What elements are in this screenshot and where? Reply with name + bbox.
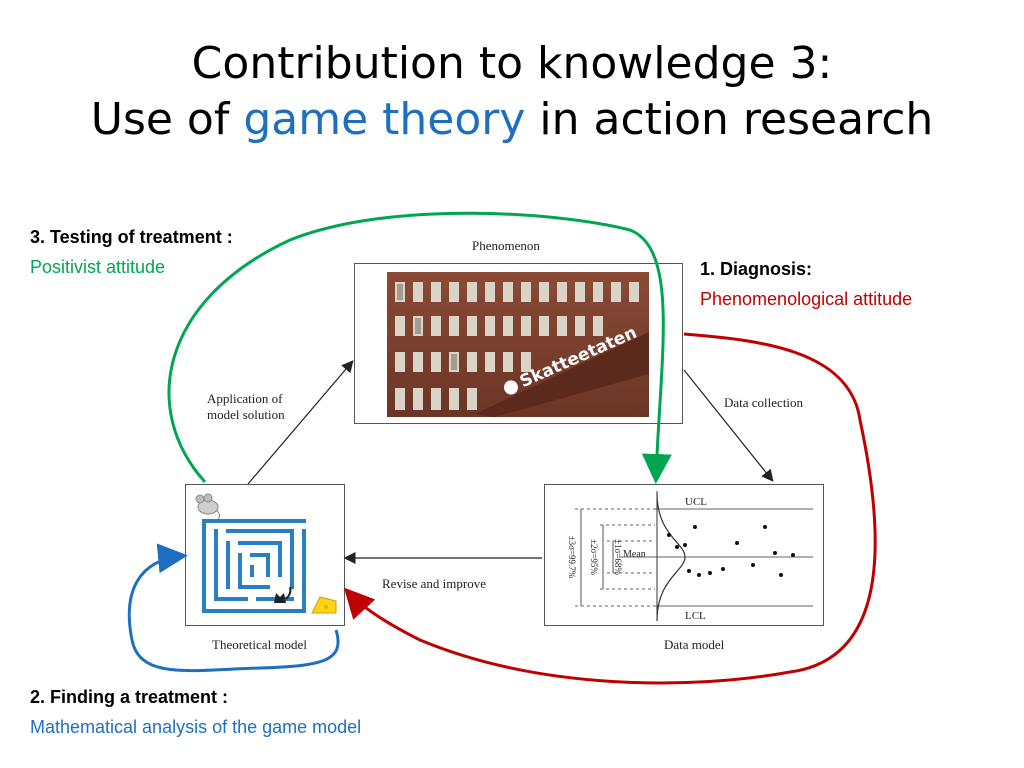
caption-diagnosis: 1. Diagnosis: Phenomenological attitude — [700, 254, 912, 314]
sigma1-label: ±1σ=68% — [613, 539, 623, 575]
caption-testing-heading: 3. Testing of treatment : — [30, 227, 233, 247]
sigma2-label: ±2σ=95% — [589, 539, 599, 575]
caption-treatment-detail: Mathematical analysis of the game model — [30, 712, 361, 742]
title-line-1: Contribution to knowledge 3: — [0, 36, 1024, 92]
maze-icon — [204, 521, 304, 611]
theoretical-model-label: Theoretical model — [212, 637, 307, 653]
arrow-data-collection — [684, 370, 772, 480]
control-chart: UCL LCL Mean ±1σ=68% ±2σ=95% ±3σ=99.7% — [545, 485, 823, 625]
title-accent-game-theory: game theory — [243, 94, 525, 145]
slide-title: Contribution to knowledge 3: Use of game… — [0, 36, 1024, 148]
caption-treatment: 2. Finding a treatment : Mathematical an… — [30, 682, 361, 742]
caption-diagnosis-heading: 1. Diagnosis: — [700, 259, 812, 279]
mean-label: Mean — [623, 549, 646, 560]
title-line-2-suffix: in action research — [525, 94, 933, 145]
sigma3-label: ±3σ=99.7% — [567, 536, 577, 579]
title-line-2-prefix: Use of — [91, 94, 244, 145]
caption-testing: 3. Testing of treatment : Positivist att… — [30, 222, 233, 282]
caption-testing-detail: Positivist attitude — [30, 252, 233, 282]
phenomenon-box: Skatteetaten — [354, 263, 683, 424]
edge-label-revise: Revise and improve — [382, 576, 486, 592]
mouse-icon — [196, 494, 220, 519]
edge-label-data-collection: Data collection — [724, 395, 803, 411]
data-model-box: UCL LCL Mean ±1σ=68% ±2σ=95% ±3σ=99.7% — [544, 484, 824, 626]
data-points — [667, 525, 795, 577]
building-photo: Skatteetaten — [355, 264, 682, 423]
title-line-2: Use of game theory in action research — [0, 92, 1024, 148]
caption-treatment-heading: 2. Finding a treatment : — [30, 687, 228, 707]
phenomenon-label: Phenomenon — [472, 238, 540, 254]
ucl-label: UCL — [685, 496, 707, 508]
lcl-label: LCL — [685, 610, 706, 622]
arrow-application — [248, 362, 352, 484]
data-model-label: Data model — [664, 637, 724, 653]
caption-diagnosis-detail: Phenomenological attitude — [700, 284, 912, 314]
cheese-icon — [312, 597, 336, 613]
edge-label-application: Application of model solution — [207, 391, 317, 423]
theoretical-model-box — [185, 484, 345, 626]
